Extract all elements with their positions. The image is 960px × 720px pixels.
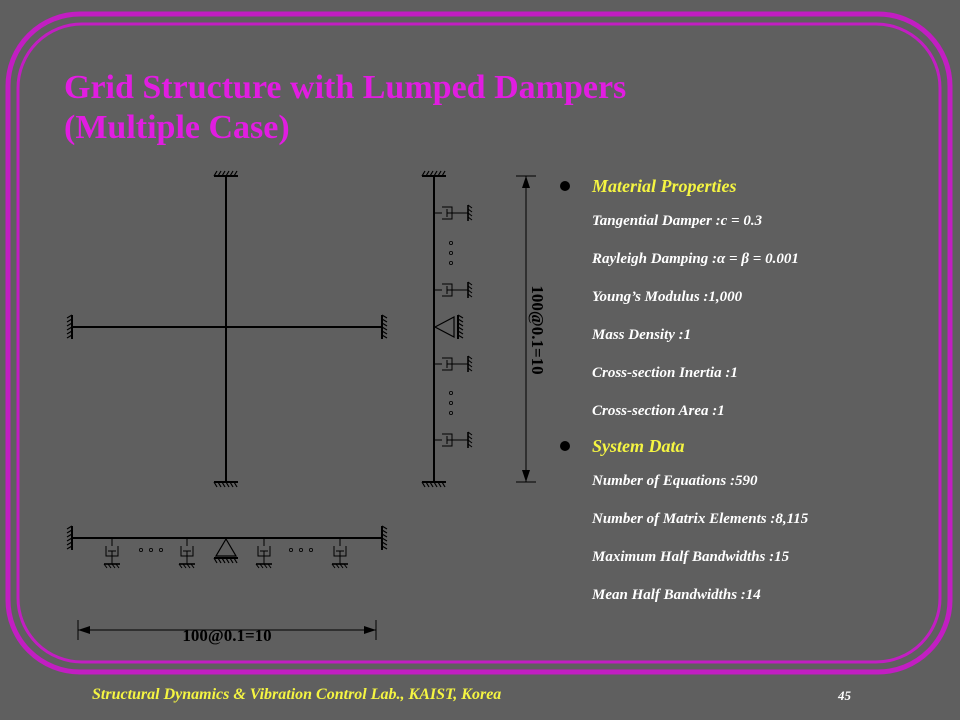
- material-properties-section: Material Properties Tangential Damper :c…: [560, 170, 950, 430]
- material-item-rayleigh-damping: Rayleigh Damping :α = β = 0.001: [592, 251, 799, 267]
- system-item-max-bandwidth: Maximum Half Bandwidths :15: [592, 549, 790, 565]
- horizontal-dimension-label: 100@0.1=10: [182, 626, 271, 645]
- grid-cross-structure: [66, 170, 388, 488]
- horizontal-beam-with-dampers: [66, 525, 388, 569]
- roller-support-vertical: [433, 314, 464, 340]
- slide-frame: [5, 11, 953, 675]
- ellipsis-dots-vertical: [448, 240, 453, 415]
- page-number: 45: [838, 688, 851, 703]
- material-item-youngs-modulus: Young’s Modulus :1,000: [592, 289, 743, 305]
- ellipsis-dots-horizontal: [138, 548, 313, 553]
- properties-panel: Material Properties Tangential Damper :c…: [560, 170, 950, 614]
- material-properties-heading: Material Properties: [592, 176, 737, 196]
- system-bullet-icon: [560, 441, 570, 451]
- roller-support-horizontal: [213, 537, 239, 564]
- footer-lab-name: Structural Dynamics & Vibration Control …: [92, 686, 502, 703]
- system-data-heading: System Data: [592, 436, 685, 456]
- material-item-inertia: Cross-section Inertia :1: [592, 365, 738, 381]
- material-item-mass-density: Mass Density :1: [592, 327, 692, 343]
- material-item-tangential-damper: Tangential Damper :c = 0.3: [592, 213, 763, 229]
- title-line-1: Grid Structure with Lumped Dampers: [64, 69, 627, 106]
- system-item-equations: Number of Equations :590: [592, 473, 758, 489]
- slide-title: Grid Structure with Lumped Dampers (Mult…: [64, 68, 626, 148]
- horizontal-dimension-line: [77, 620, 377, 640]
- material-bullet-icon: [560, 181, 570, 191]
- system-item-mean-bandwidth: Mean Half Bandwidths :14: [592, 587, 761, 603]
- vertical-beam-with-dampers: [421, 170, 473, 488]
- material-item-area: Cross-section Area :1: [592, 403, 725, 419]
- system-data-section: System Data Number of Equations :590 Num…: [560, 430, 950, 614]
- vertical-dimension-label: 100@0.1=10: [528, 285, 547, 374]
- system-item-matrix-elements: Number of Matrix Elements :8,115: [592, 511, 809, 527]
- vertical-dimension-line: [516, 175, 536, 483]
- title-line-2: (Multiple Case): [64, 109, 290, 146]
